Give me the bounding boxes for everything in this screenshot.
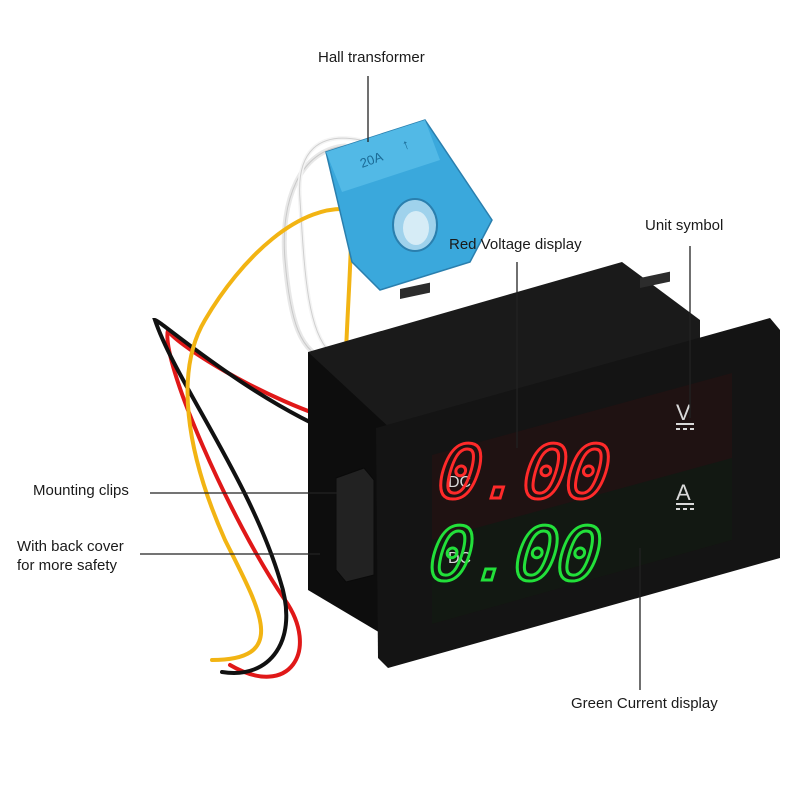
panel-meter xyxy=(308,262,780,668)
callout-mounting-clips: Mounting clips xyxy=(33,482,129,499)
rear-housing xyxy=(308,262,700,430)
hall-sensor-hole-inner xyxy=(403,211,429,245)
callout-back-cover-line1: With back cover xyxy=(17,538,124,555)
callout-hall-transformer: Hall transformer xyxy=(318,49,425,66)
current-reading: 0.00 xyxy=(425,512,604,598)
top-clip-slot-right xyxy=(640,271,670,288)
top-mode-label: DC xyxy=(448,474,471,491)
callout-green-current-display: Green Current display xyxy=(571,695,718,712)
callout-unit-symbol: Unit symbol xyxy=(645,217,724,234)
hall-sensor-top-face xyxy=(326,120,440,192)
bottom-mode-label: DC xyxy=(448,550,471,567)
callout-red-voltage-display: Red Voltage display xyxy=(449,236,582,253)
yellow-wire xyxy=(185,206,357,662)
callout-back-cover: With back cover for more safety xyxy=(17,537,167,575)
white-wire-outline xyxy=(283,145,346,361)
callout-back-cover-line2: for more safety xyxy=(17,557,118,574)
display-content: DC 0.00 V DC 0.00 A xyxy=(424,400,694,599)
hall-sensor: 20A ↑ xyxy=(325,119,493,291)
leader-lines xyxy=(140,76,691,690)
white-wire-2-outline xyxy=(299,137,361,353)
wire-harness xyxy=(152,136,362,679)
black-wire xyxy=(152,317,347,676)
voltage-reading: 0.00 xyxy=(434,430,613,516)
display-window-bottom xyxy=(432,458,732,624)
current-unit-symbol: A xyxy=(676,480,691,505)
top-clip-slot-left xyxy=(400,282,430,299)
voltage-unit-symbol: V xyxy=(676,400,691,425)
mounting-clip xyxy=(335,467,375,583)
